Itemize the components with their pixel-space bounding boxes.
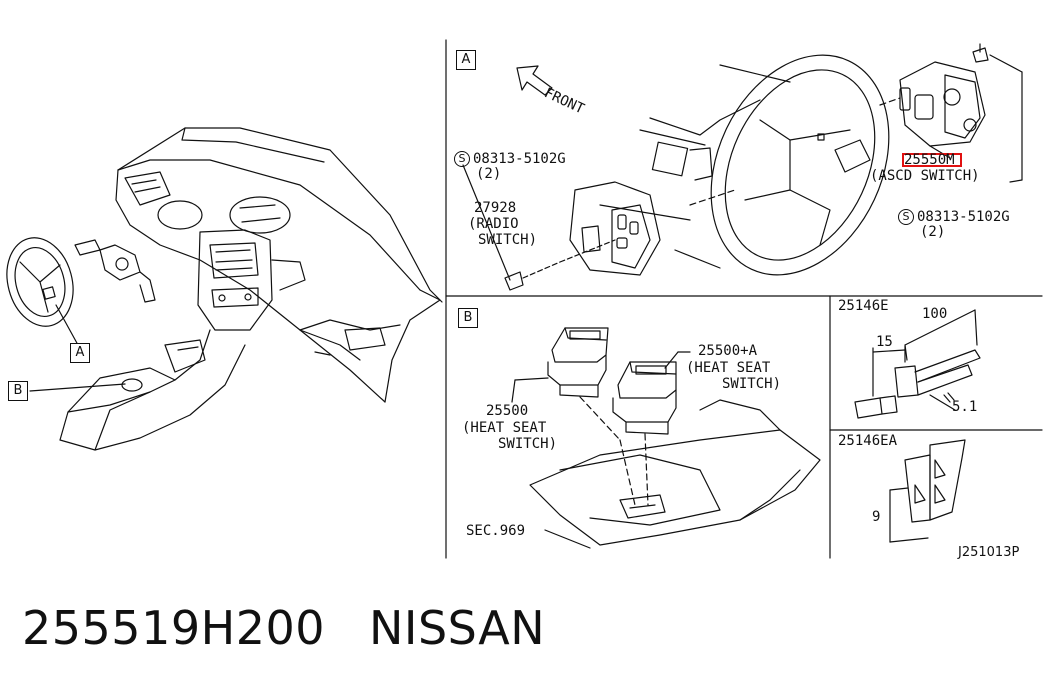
- screw-left-qty: (2): [476, 166, 502, 182]
- heat-seat-left-part: 25500: [486, 403, 529, 419]
- dim-100: 100: [922, 306, 948, 322]
- s-mark-icon: S: [898, 209, 914, 225]
- clip-25146e-part: 25146E: [838, 298, 889, 314]
- panel-a-box: A: [456, 50, 476, 70]
- clip-25146ea-drawing: [889, 439, 966, 543]
- heat-seat-right-line1: (HEAT SEAT: [686, 360, 771, 376]
- dashboard-drawing: [59, 127, 443, 451]
- overview-steering-wheel: [6, 237, 156, 392]
- ascd-switch-part: 25550M: [904, 152, 955, 168]
- panel-b-drawing: [511, 327, 821, 549]
- ascd-part-highlight: [902, 153, 962, 167]
- footer-caption: 255519H200 NISSAN: [22, 600, 545, 656]
- s-mark-icon: S: [454, 151, 470, 167]
- panel-frames: [445, 39, 1043, 559]
- panel-a-drawing: [462, 43, 1023, 291]
- panel-b-box: B: [458, 308, 478, 328]
- dim-15: 15: [876, 334, 893, 350]
- heat-seat-right-part: 25500+A: [698, 343, 758, 359]
- section-ref: SEC.969: [466, 523, 526, 539]
- heat-seat-left-line1: (HEAT SEAT: [462, 420, 547, 436]
- heat-seat-right-line2: SWITCH): [722, 376, 782, 392]
- callout-box-b: B: [8, 381, 28, 401]
- ascd-switch-name: (ASCD SWITCH): [870, 168, 980, 184]
- dim-5-1: 5.1: [952, 399, 978, 415]
- brand-name: NISSAN: [369, 601, 546, 655]
- screw-left-part: 08313-5102G: [473, 151, 566, 167]
- heat-seat-left-line2: SWITCH): [498, 436, 558, 452]
- part-number: 255519H200: [22, 601, 325, 655]
- radio-switch-part: 27928: [474, 200, 517, 216]
- callout-box-a: A: [70, 343, 90, 363]
- dim-9: 9: [872, 509, 881, 525]
- radio-switch-line1: (RADIO: [468, 216, 519, 232]
- clip-25146e-drawing: [854, 309, 981, 419]
- screw-right-part: 08313-5102G: [917, 209, 1010, 225]
- diagram-code: J251013P: [958, 545, 1020, 560]
- radio-switch-line2: SWITCH): [478, 232, 538, 248]
- screw-right-qty: (2): [920, 224, 946, 240]
- clip-25146ea-part: 25146EA: [838, 433, 898, 449]
